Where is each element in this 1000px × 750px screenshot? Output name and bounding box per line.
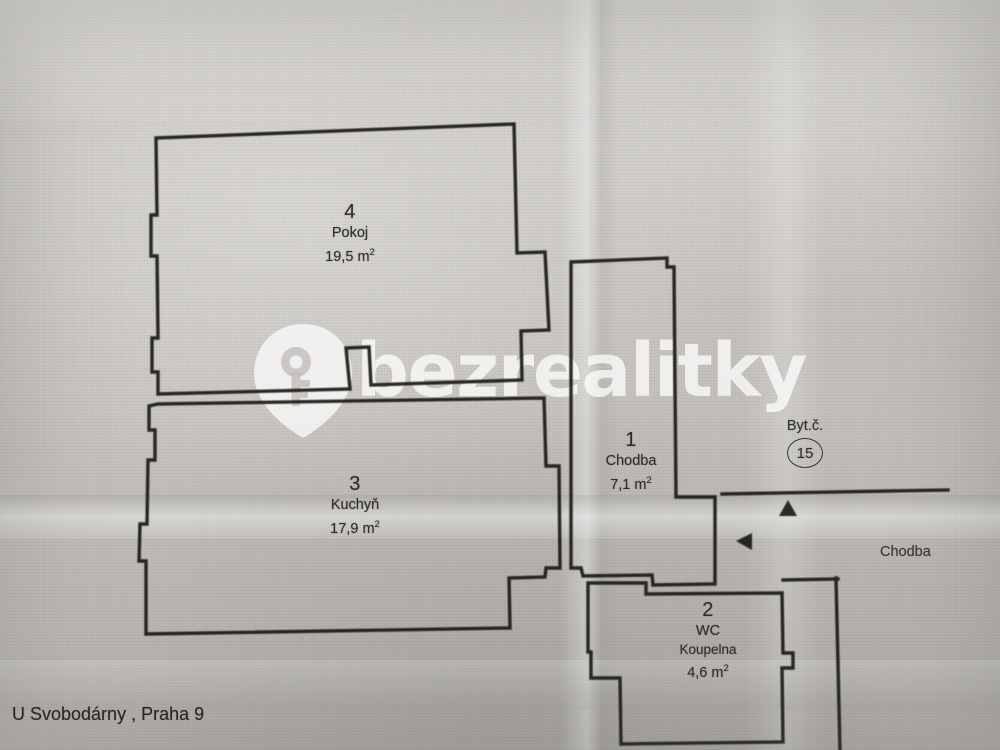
room-label-3: 3 Kuchyň 17,9 m2 <box>285 472 425 539</box>
room-area: 17,9 m2 <box>330 519 380 537</box>
room-number: 4 <box>344 201 356 223</box>
room-area: 4,6 m2 <box>687 663 729 681</box>
exterior-corridor-wall-right <box>834 576 842 750</box>
room-number: 2 <box>702 599 714 621</box>
room-4-outline <box>149 122 551 396</box>
room-area: 7,1 m2 <box>610 475 652 493</box>
room-area: 19,5 m2 <box>325 247 375 265</box>
room-number: 1 <box>625 429 637 451</box>
unit-number-badge: 15 <box>787 438 823 468</box>
room-number: 3 <box>349 473 361 495</box>
unit-label: Byt.č. <box>786 418 824 434</box>
room-label-4: 4 Pokoj 19,5 m2 <box>280 200 420 267</box>
room-name: Chodba <box>605 453 657 469</box>
exterior-corridor-label: Chodba <box>880 544 931 560</box>
address-caption: U Svobodárny , Praha 9 <box>12 704 205 724</box>
room-name: Pokoj <box>331 225 369 241</box>
room-name: Kuchyň <box>330 497 380 513</box>
arrow-left-icon <box>736 533 752 550</box>
arrow-up-icon <box>779 500 797 516</box>
unit-number-block: Byt.č. 15 <box>745 418 865 468</box>
room-label-1: 1 Chodba 7,1 m2 <box>576 428 686 495</box>
room-label-2: 2 WC Koupelna 4,6 m2 <box>638 598 778 683</box>
exterior-corridor-wall-join <box>781 577 840 582</box>
room-3-outline <box>137 396 562 636</box>
room-name-secondary: Koupelna <box>679 642 737 657</box>
room-2-outline <box>586 581 795 746</box>
room-name: WC <box>695 623 721 639</box>
exterior-corridor-wall-top <box>720 488 950 496</box>
room-1-outline <box>569 256 717 587</box>
